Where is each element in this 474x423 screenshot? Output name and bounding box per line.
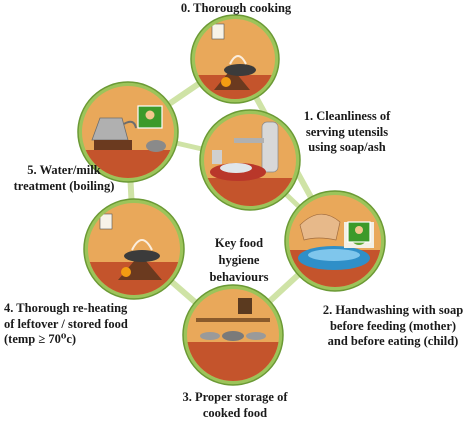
label-proper-storage: 3. Proper storage of cooked food xyxy=(182,390,288,420)
node-thorough-cooking-illustration xyxy=(190,14,280,104)
label-thorough-cooking: 0. Thorough cooking xyxy=(180,1,292,15)
label-reheating: 4. Thorough re-heating of leftover / sto… xyxy=(4,301,128,346)
label-handwashing: 2. Handwashing with soap before feeding … xyxy=(322,303,464,348)
node-handwashing-illustration xyxy=(284,190,386,292)
node-reheating-illustration xyxy=(83,198,185,300)
label-cleanliness-utensils: 1. Cleanliness of serving utensils using… xyxy=(303,109,391,154)
center-title: Key food hygiene behaviours xyxy=(209,236,269,284)
node-cleanliness-illustration xyxy=(199,109,301,211)
node-storage-illustration xyxy=(182,284,284,386)
label-water-milk: 5. Water/milk treatment (boiling) xyxy=(13,163,115,193)
